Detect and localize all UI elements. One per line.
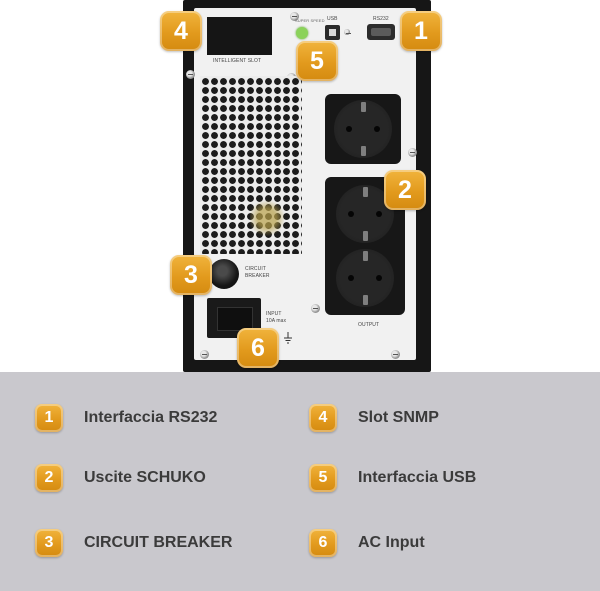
legend-item: 3 CIRCUIT BREAKER	[35, 529, 232, 557]
input-label-2: 10A max	[266, 318, 287, 324]
schuko-socket-top	[325, 94, 401, 164]
circuit-breaker-knob	[209, 259, 239, 289]
circuit-breaker-label-1: CIRCUIT	[245, 266, 266, 272]
socket-face	[336, 249, 394, 307]
screw-icon	[290, 12, 299, 21]
intelligent-slot-label: INTELLIGENT SLOT	[213, 58, 262, 64]
screw-icon	[391, 350, 400, 359]
screw-icon	[186, 70, 195, 79]
callout-badge-5: 5	[296, 41, 338, 81]
legend-item: 2 Uscite SCHUKO	[35, 464, 206, 492]
legend: 1 Interfaccia RS232 2 Uscite SCHUKO 3 CI…	[0, 372, 600, 591]
socket-face	[334, 100, 392, 158]
callout-badge-6: 6	[237, 328, 279, 368]
fan-hub	[250, 198, 284, 238]
callout-badge-2: 2	[384, 170, 426, 210]
led-label: SUPER SPEED	[295, 18, 325, 23]
callout-badge-4: 4	[160, 11, 202, 51]
legend-label: Uscite SCHUKO	[84, 469, 206, 486]
ground-icon	[284, 332, 292, 344]
callout-badge-1: 1	[400, 11, 442, 51]
input-label-1: INPUT	[266, 311, 282, 317]
usb-label: USB	[327, 16, 338, 22]
legend-badge: 4	[309, 404, 337, 432]
screw-icon	[344, 29, 351, 35]
legend-item: 1 Interfaccia RS232	[35, 404, 217, 432]
legend-badge: 6	[309, 529, 337, 557]
legend-label: AC Input	[358, 534, 425, 551]
intelligent-slot	[207, 17, 272, 55]
legend-badge: 5	[309, 464, 337, 492]
rs232-port	[367, 24, 395, 40]
screw-icon	[311, 304, 320, 313]
legend-badge: 3	[35, 529, 63, 557]
circuit-breaker-label-2: BREAKER	[245, 273, 270, 279]
output-label: OUTPUT	[358, 322, 380, 328]
legend-item: 5 Interfaccia USB	[309, 464, 476, 492]
legend-label: Interfaccia USB	[358, 469, 477, 486]
status-led	[296, 27, 308, 39]
legend-label: Interfaccia RS232	[84, 409, 218, 426]
legend-badge: 1	[35, 404, 63, 432]
screw-icon	[408, 148, 417, 157]
rs232-label: RS232	[373, 16, 389, 22]
legend-item: 6 AC Input	[309, 529, 425, 557]
screw-icon	[200, 350, 209, 359]
usb-port	[325, 25, 340, 40]
legend-label: Slot SNMP	[358, 409, 439, 426]
legend-badge: 2	[35, 464, 63, 492]
callout-badge-3: 3	[170, 255, 212, 295]
legend-item: 4 Slot SNMP	[309, 404, 439, 432]
legend-label: CIRCUIT BREAKER	[84, 534, 233, 551]
